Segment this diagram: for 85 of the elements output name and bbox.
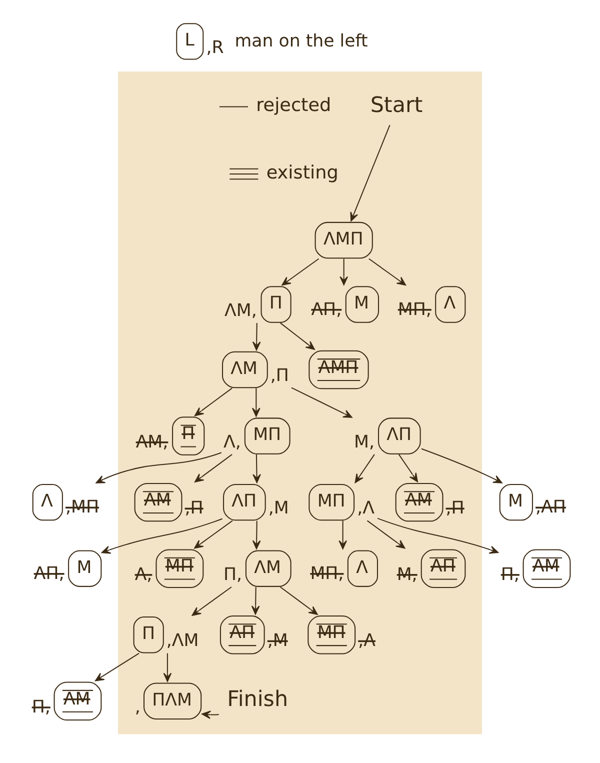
node-box: Λ [347, 550, 378, 586]
node-label: ,Μ [268, 498, 289, 518]
node-label: ΛΠ, [34, 563, 64, 584]
node-label: ΛΜ, [224, 300, 257, 320]
cluster [118, 71, 482, 734]
node-box: ΛΜ [395, 482, 444, 522]
legend-label: rejected [256, 94, 332, 116]
node-label: ,Μ [267, 630, 288, 651]
node-label: ,Π [184, 498, 204, 518]
arrow [338, 520, 347, 549]
node-label: Λ, [134, 564, 152, 584]
legend-label: existing [266, 162, 338, 183]
node-box: L [176, 22, 204, 60]
arrow [194, 454, 232, 482]
arrow [421, 448, 502, 483]
arrow [366, 520, 406, 548]
arrow [251, 586, 260, 614]
arrow [252, 388, 260, 416]
node-box: ΠΛΜ [144, 682, 202, 719]
node-box: Π [133, 616, 164, 653]
arrow [192, 586, 232, 616]
arrow [377, 517, 499, 554]
arrow [252, 322, 261, 350]
arrow [252, 520, 261, 549]
node-box: ΜΠ [308, 483, 355, 520]
node-box: ΛΠ [378, 417, 421, 454]
node-label: ,ΛΜ [166, 630, 199, 651]
arrow [291, 386, 352, 418]
node-label: ,Λ [358, 630, 376, 651]
arrow [252, 454, 261, 483]
arrow [163, 652, 172, 682]
node-label: Π, [32, 696, 50, 717]
node-label: ΜΠ, [398, 299, 432, 320]
arrow [202, 710, 219, 718]
node-label: Μ, [354, 432, 375, 452]
node-box: ΜΠ [244, 417, 290, 454]
arrow [350, 124, 390, 221]
node-box: Π [260, 286, 292, 322]
node-label: ,ΜΠ [65, 497, 99, 518]
node-label: ,Π [270, 366, 289, 386]
node-label: Π, [224, 564, 242, 584]
node-box: ΜΠ [156, 548, 204, 588]
node-label: Λ, [224, 432, 241, 452]
node-box: ΛΠ [220, 615, 265, 654]
node-box: Λ [32, 483, 63, 520]
arrow [280, 586, 318, 614]
node-box: ΛΜ [522, 548, 571, 588]
node-text: Finish [227, 686, 288, 712]
arrow [280, 322, 315, 350]
arrow [95, 652, 140, 681]
node-label: ΜΠ, [310, 563, 344, 584]
node-label: , [134, 696, 140, 717]
arrow [194, 520, 233, 548]
arrow [340, 258, 348, 285]
node-label: Μ, [396, 564, 418, 584]
arrow [101, 518, 222, 554]
node-label: ,ΛΠ [536, 497, 566, 518]
node-box: ΛΜ [222, 350, 268, 388]
node-box: ΛΠ [420, 548, 466, 588]
arrow [282, 258, 320, 286]
arrow [368, 258, 406, 286]
node-box: Λ [435, 286, 466, 322]
node-label: Π, [500, 564, 520, 584]
node-box: ΛΜ [54, 681, 102, 720]
arrow [194, 387, 232, 416]
node-box: ΛΜΠ [308, 350, 369, 389]
node-label: man on the left [234, 31, 368, 52]
node-text: Start [370, 92, 423, 118]
arrow [398, 454, 418, 482]
node-box: Μ [68, 550, 102, 586]
node-label: ,Π [446, 498, 464, 518]
node-box: ΛΠ [223, 483, 266, 520]
node-label: ,Λ [357, 498, 374, 518]
node-label: ,R [206, 37, 224, 58]
node-box: ΛΜ [245, 550, 292, 586]
node-box: ΛΜΠ [314, 221, 373, 258]
node-box: ΛΜ [134, 482, 182, 522]
node-box: ΜΠ [308, 615, 356, 654]
node-label: ΛΜ, [136, 432, 168, 452]
arrow [354, 454, 375, 483]
arrow [96, 452, 222, 483]
node-label: ΛΠ, [311, 299, 342, 320]
node-box: Μ [345, 286, 380, 322]
node-box: Π [172, 416, 205, 455]
node-box: Μ [499, 483, 533, 520]
